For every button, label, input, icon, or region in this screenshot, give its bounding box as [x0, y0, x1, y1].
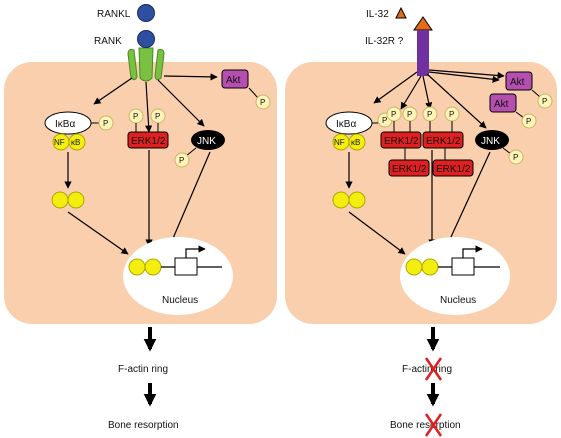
- akt-box: [221, 69, 249, 89]
- il32r-label: IL-32R ?: [365, 36, 404, 47]
- nfkb-nuclear: [405, 258, 423, 276]
- akt-label: Akt: [226, 75, 241, 86]
- il32-ligand: [395, 6, 407, 19]
- akt-label: Akt: [510, 77, 525, 88]
- rank-receptor: [127, 47, 165, 82]
- nfkb-dimer: [332, 191, 350, 209]
- erk-box: [127, 131, 169, 149]
- il32-label: IL-32: [366, 9, 389, 20]
- jnk-label: JNK: [197, 136, 216, 147]
- jnk-node: [191, 130, 225, 150]
- jnk-phospho: [508, 149, 524, 165]
- erk-box: [380, 131, 422, 149]
- phospho-p: P: [449, 110, 454, 119]
- phospho-p: P: [382, 116, 387, 125]
- nucleus-label: Nucleus: [162, 295, 198, 306]
- gene-box: [451, 257, 475, 276]
- erk-label: ERK1/2: [131, 136, 166, 147]
- akt-box: [489, 93, 517, 113]
- akt-phospho: [537, 93, 553, 109]
- nfkb-dimer: [51, 191, 69, 209]
- akt-phospho: [521, 113, 537, 129]
- nucleus: [400, 237, 510, 315]
- phospho-p: P: [427, 110, 432, 119]
- phospho-p: P: [260, 98, 265, 107]
- nfkb-nuclear: [128, 258, 146, 276]
- phospho-p: P: [542, 97, 547, 106]
- erk-label: ERK1/2: [392, 164, 427, 175]
- erk-label: ERK1/2: [426, 136, 461, 147]
- bone-resorption-label: Bone resorption: [390, 420, 461, 431]
- il32-bound: [413, 16, 433, 31]
- kb-label: κB: [71, 138, 80, 147]
- factin-label: F-actin ring: [402, 364, 452, 375]
- ikba-label: IκBα: [55, 119, 75, 130]
- ikba-phospho: [98, 115, 114, 131]
- akt-phospho: [255, 94, 271, 110]
- right-panel: IL-32 IL-32R ? Akt P Akt P IκBα P NF κB: [285, 6, 557, 437]
- block-x-mark: [424, 413, 443, 437]
- nf-label: NF: [334, 138, 345, 147]
- gene-box: [174, 257, 198, 276]
- factin-label: F-actin ring: [118, 364, 168, 375]
- erk-label: ERK1/2: [436, 164, 471, 175]
- il32-receptor: [417, 30, 429, 76]
- nfkb-dimer: [348, 191, 366, 209]
- erk-box: [422, 131, 464, 149]
- jnk-label: JNK: [481, 136, 500, 147]
- akt-box: [505, 71, 533, 91]
- kb-subunit: [68, 133, 86, 151]
- rankl-ligand: [137, 4, 155, 22]
- jnk-phospho: [174, 152, 190, 168]
- phospho-p: P: [526, 117, 531, 126]
- jnk-node: [475, 130, 509, 150]
- kb-label: κB: [351, 138, 360, 147]
- akt-label: Akt: [494, 99, 509, 110]
- nfkb-nuclear: [144, 258, 162, 276]
- rank-label: RANK: [94, 36, 122, 47]
- nfkb-nuclear: [421, 258, 439, 276]
- bone-resorption-label: Bone resorption: [108, 420, 179, 431]
- block-x-mark: [424, 357, 443, 381]
- phospho-p: P: [103, 119, 108, 128]
- rankl-label: RANKL: [97, 9, 131, 20]
- erk-box: [388, 159, 430, 177]
- nucleus-label: Nucleus: [440, 295, 476, 306]
- nfkb-dimer: [67, 191, 85, 209]
- nf-label: NF: [54, 138, 65, 147]
- erk-label: ERK1/2: [384, 136, 419, 147]
- phospho-p: P: [179, 156, 184, 165]
- phospho-p: P: [513, 153, 518, 162]
- phospho-p: P: [133, 112, 138, 121]
- rankl-bound: [137, 30, 155, 48]
- ikba-label: IκBα: [336, 119, 356, 130]
- phospho-p: P: [155, 112, 160, 121]
- erk-box: [432, 159, 474, 177]
- phospho-p: P: [391, 110, 396, 119]
- nucleus: [123, 237, 233, 315]
- kb-subunit: [348, 133, 366, 151]
- phospho-p: P: [407, 110, 412, 119]
- left-panel: RANKL RANK Akt P IκBα P NF κB P: [4, 4, 277, 431]
